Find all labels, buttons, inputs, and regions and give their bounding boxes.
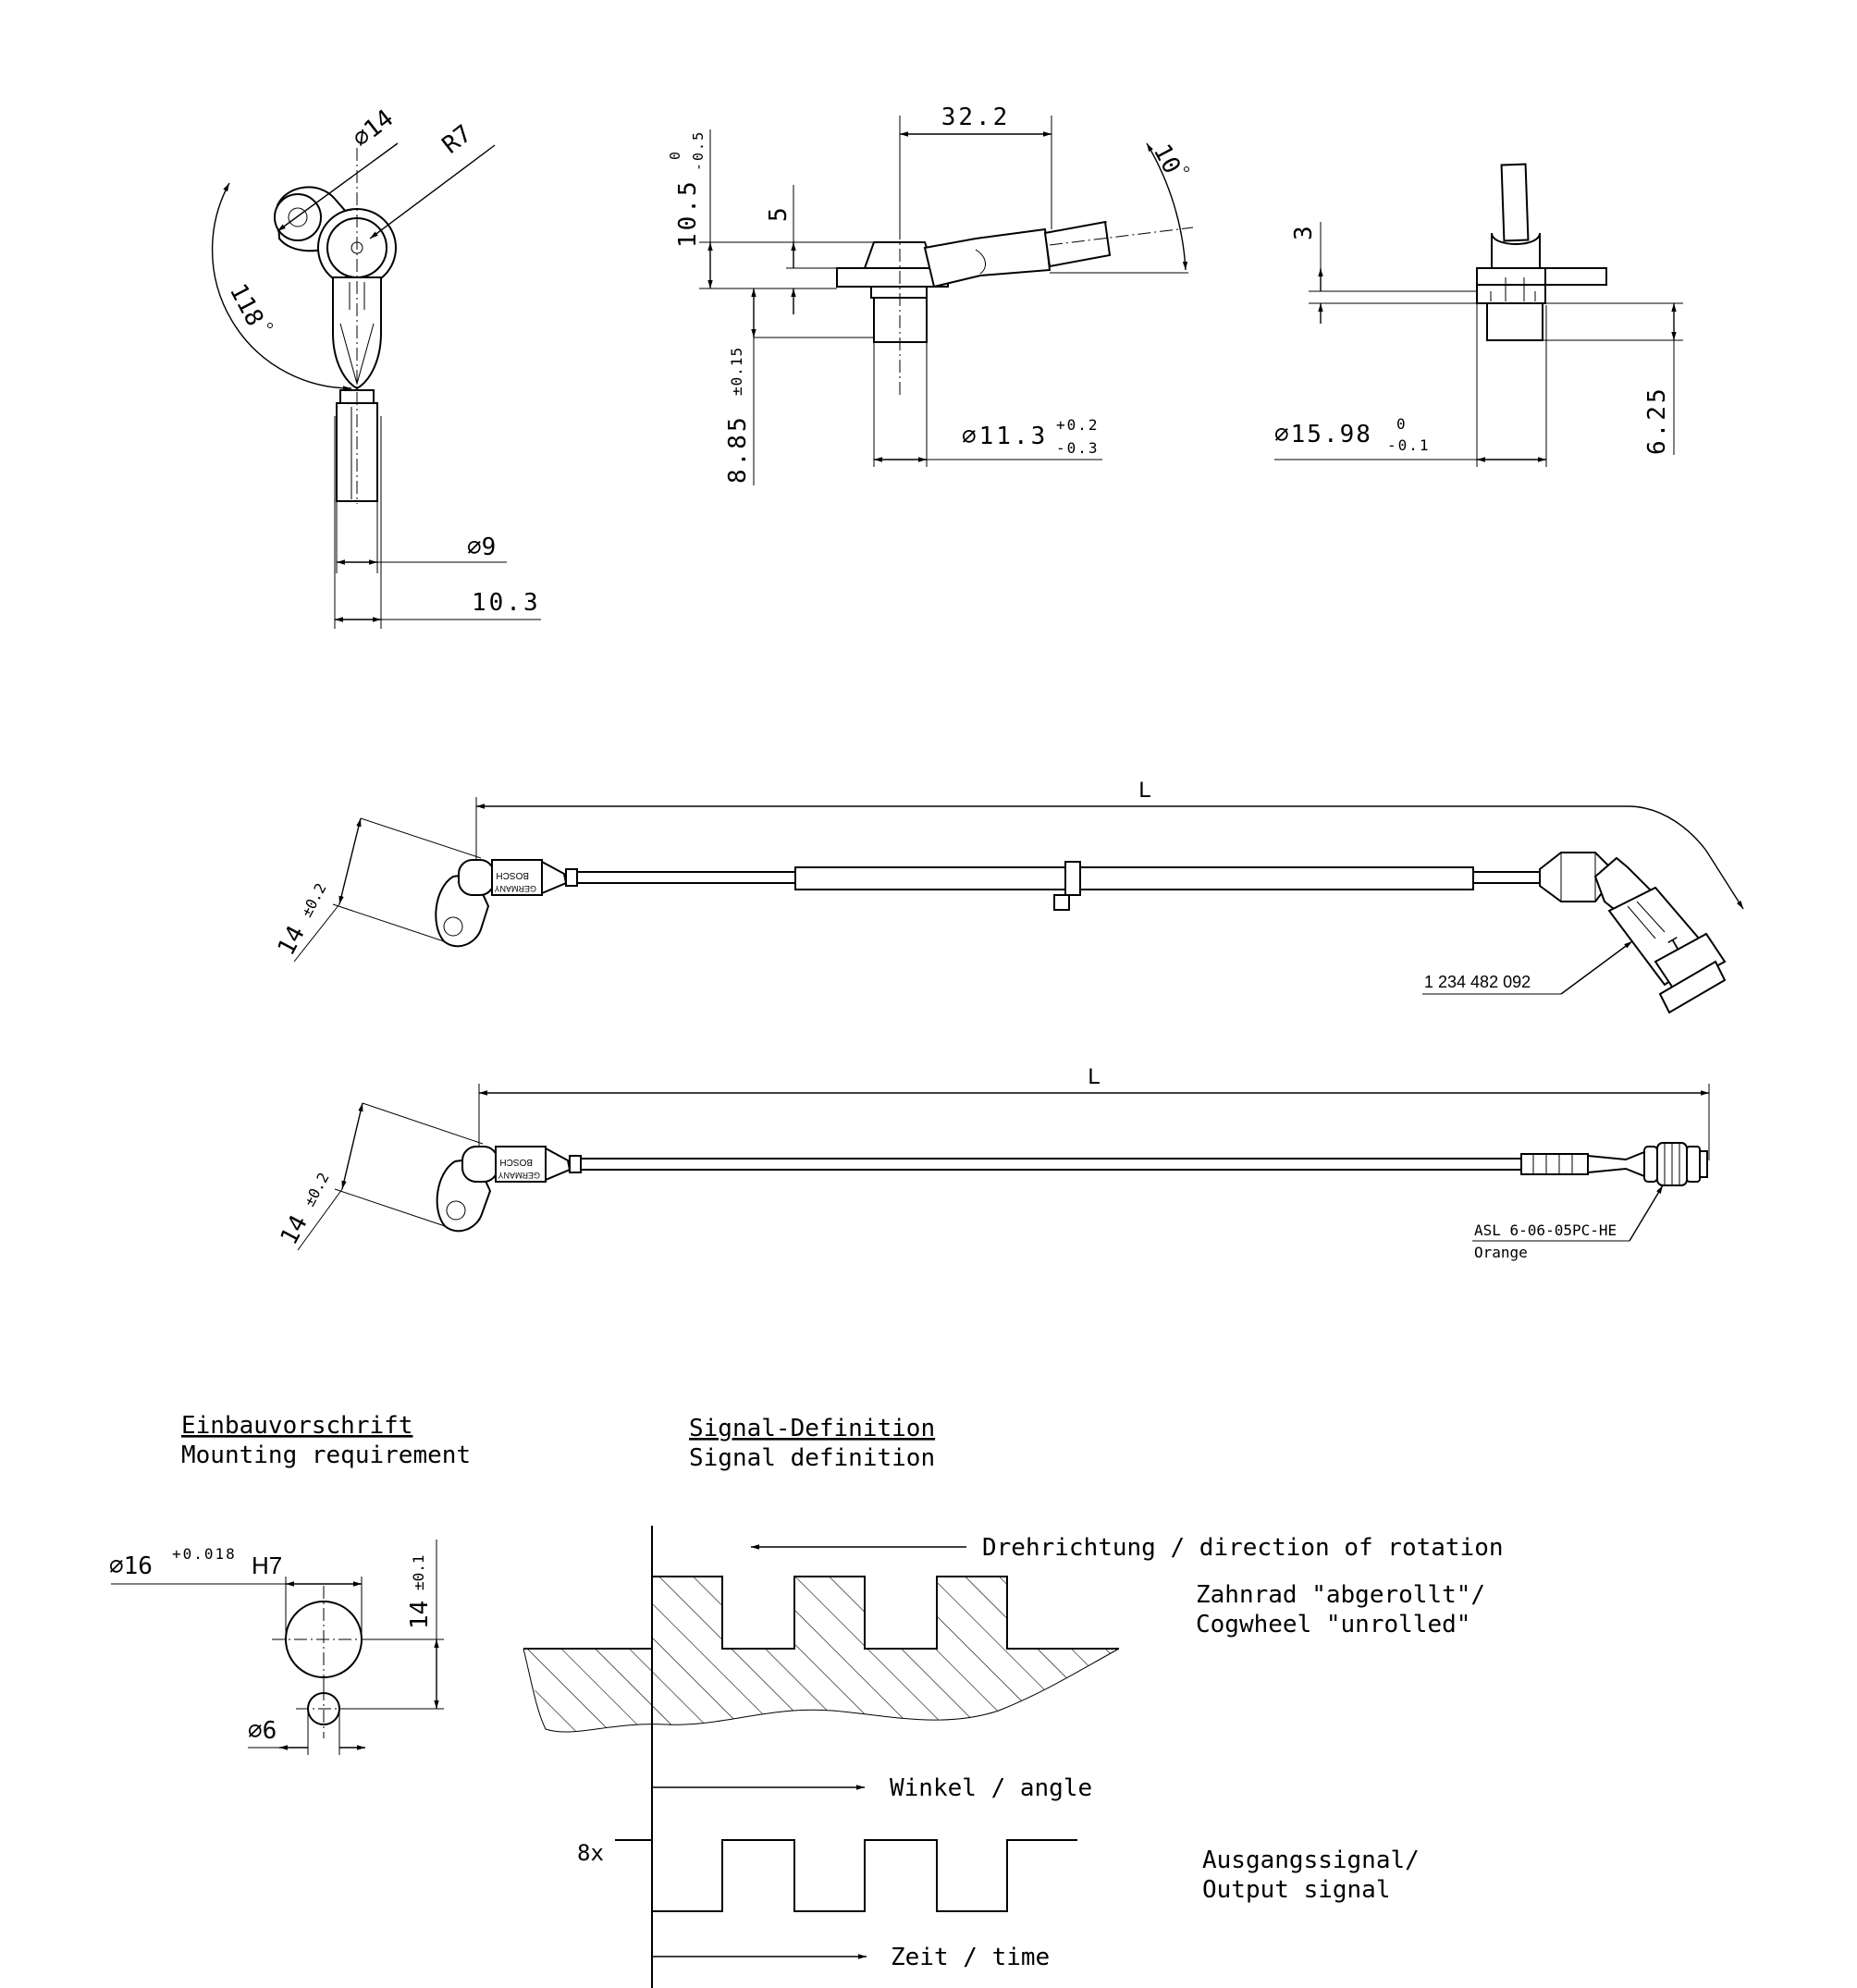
signal-cogwheel-1: Zahnrad "abgerollt"/ (1196, 1581, 1485, 1609)
signal-cogwheel-2: Cogwheel "unrolled" (1196, 1611, 1470, 1638)
mounting-dim14: 14 (406, 1601, 434, 1629)
side-view-sensor: 32.2 10.5 0 -0.5 5 8.85 ±0.15 ⌀11.3 +0.2… (667, 104, 1194, 485)
mounting-title-de: Einbauvorschrift (181, 1412, 412, 1440)
cable-variant-2: L BOSCH GERMANY 14 ±0.2 A (276, 1064, 1710, 1261)
v1-brand: BOSCH (496, 870, 529, 880)
v2-length-label: L (1088, 1064, 1100, 1089)
v1-origin: GERMANY (494, 884, 536, 893)
dim-dia9: ⌀9 (467, 534, 496, 561)
signal-angle-axis: Winkel / angle (890, 1774, 1092, 1802)
dim-3: 3 (1290, 226, 1318, 240)
tol-11-3-upper: +0.2 (1056, 416, 1100, 434)
signal-time-axis: Zeit / time (891, 1944, 1050, 1971)
v1-part-number: 1 234 482 092 (1424, 973, 1531, 991)
v1-length-label: L (1138, 778, 1150, 803)
dim-angle-10: 10 (1148, 140, 1186, 178)
dim-dia11-3: ⌀11.3 (962, 423, 1048, 450)
signal-multiplier: 8x (577, 1840, 604, 1866)
v2-brand: BOSCH (499, 1157, 533, 1167)
v2-tol14: ±0.2 (301, 1170, 333, 1209)
tol-8-85: ±0.15 (728, 347, 745, 396)
dim-5: 5 (765, 207, 793, 222)
v2-connector-label: ASL 6-06-05PC-HE (1474, 1221, 1617, 1239)
v2-origin: GERMANY (498, 1171, 540, 1180)
signal-title-en: Signal definition (689, 1444, 935, 1472)
mounting-tol14: ±0.1 (410, 1554, 427, 1590)
top-view-sensor: ⌀9 10.3 ⌀14 R7 118 (211, 104, 541, 629)
dim-angle-118: 118 (224, 279, 269, 331)
dim-32-2: 32.2 (941, 104, 1011, 131)
front-view-sensor: 3 6.25 ⌀15.98 0 -0.1 (1274, 163, 1683, 467)
v1-tol14: ±0.2 (298, 880, 330, 920)
dim-10-5: 10.5 (674, 178, 702, 248)
dim-10-3: 10.3 (472, 589, 541, 617)
mounting-dia6: ⌀6 (248, 1717, 277, 1745)
v2-connector-color: Orange (1474, 1244, 1528, 1261)
dim-6-25: 6.25 (1643, 386, 1671, 455)
tol-11-3-lower: -0.3 (1056, 439, 1100, 457)
dim-dia14: ⌀14 (348, 104, 399, 153)
signal-definition: Signal-Definition Signal definition Dreh… (523, 1415, 1504, 1988)
mounting-dia16: ⌀16 (109, 1552, 153, 1580)
mounting-fit: H7 (252, 1552, 282, 1579)
tol-10-5-lower: -0.5 (690, 130, 707, 171)
mounting-tol16: +0.018 (172, 1545, 237, 1563)
dim-dia15-98: ⌀15.98 (1274, 421, 1372, 448)
v1-dim14: 14 (273, 922, 311, 961)
v2-dim14: 14 (276, 1211, 314, 1250)
mounting-requirement: Einbauvorschrift Mounting requirement ⌀1… (109, 1412, 471, 1755)
signal-output-2: Output signal (1202, 1876, 1391, 1904)
mounting-title-en: Mounting requirement (181, 1442, 471, 1469)
tol-10-5-upper: 0 (667, 152, 683, 160)
signal-title-de: Signal-Definition (689, 1415, 935, 1442)
dim-8-85: 8.85 (724, 414, 752, 484)
tol-15-98-upper: 0 (1396, 415, 1406, 433)
dim-r7: R7 (437, 120, 477, 160)
signal-output-1: Ausgangssignal/ (1202, 1847, 1420, 1874)
cable-variant-1: L BOSCH GERMANY ꓔ 14 ±0.2 (273, 778, 1744, 1014)
tol-15-98-lower: -0.1 (1387, 436, 1431, 454)
signal-rotation: Drehrichtung / direction of rotation (982, 1534, 1504, 1562)
